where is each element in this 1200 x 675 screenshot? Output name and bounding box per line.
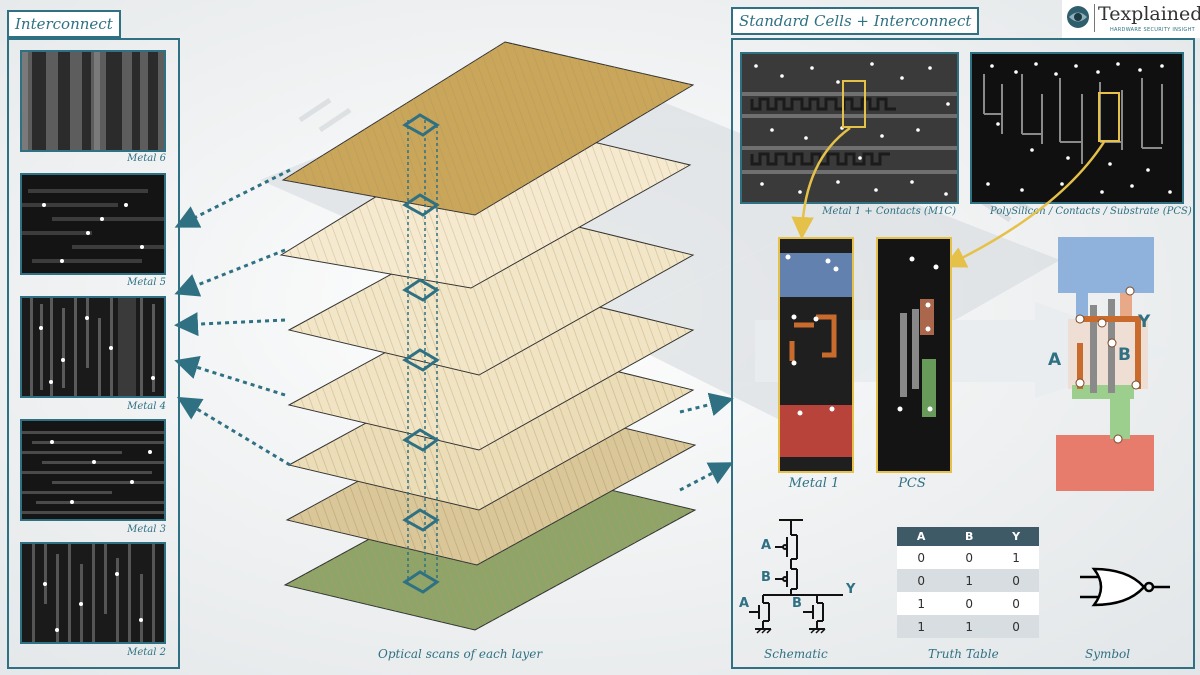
table-row: 1 1 0 (897, 615, 1039, 638)
table-row: 0 1 0 (897, 569, 1039, 592)
left-panel-title: Interconnect (7, 10, 121, 38)
pcs-crop-label: PCS (898, 476, 926, 491)
layout-label-b: B (1118, 345, 1131, 365)
left-panel-frame (7, 38, 180, 669)
brand-tagline: HARDWARE SECURITY INSIGHT (1110, 27, 1195, 33)
metal-4-label: Metal 4 (127, 401, 166, 412)
schematic-pin-b-mid: B (761, 570, 771, 585)
table-cell: 0 (945, 546, 994, 569)
truth-table-header-a: A (897, 527, 946, 546)
metal-1-crop-label: Metal 1 (788, 476, 840, 491)
center-caption: Optical scans of each layer (378, 647, 543, 661)
truth-table-header-y: Y (993, 527, 1039, 546)
metal-2-scan (20, 542, 166, 644)
table-row: 1 0 0 (897, 592, 1039, 615)
layer-metal-6 (281, 41, 695, 216)
nor-gate-symbol-icon (1080, 567, 1170, 607)
layer-stack-diagram (279, 41, 697, 631)
schematic-pin-b-bottom: B (792, 596, 802, 611)
table-cell: 0 (993, 592, 1039, 615)
metal-5-label: Metal 5 (127, 277, 166, 288)
metal-4-scan (20, 296, 166, 398)
truth-table-header-b: B (945, 527, 994, 546)
alignment-markers (402, 113, 440, 594)
texplained-logo-icon (1067, 6, 1089, 28)
table-cell: 1 (897, 592, 946, 615)
metal-6-label: Metal 6 (127, 153, 166, 164)
m1c-label: Metal 1 + Contacts (M1C) (822, 206, 956, 217)
table-cell: 1 (993, 546, 1039, 569)
table-cell: 1 (945, 569, 994, 592)
layout-label-y: Y (1138, 312, 1151, 332)
brand-name: Texplained (1098, 3, 1200, 25)
brand-divider (1094, 4, 1095, 32)
table-cell: 0 (993, 615, 1039, 638)
schematic-pin-a-bottom: A (739, 596, 750, 611)
right-panel-title: Standard Cells + Interconnect (731, 7, 980, 35)
table-cell: 1 (897, 615, 946, 638)
metal-3-scan (20, 419, 166, 521)
table-row: 0 0 1 (897, 546, 1039, 569)
schematic-pin-a-top: A (761, 538, 772, 553)
schematic-pin-y: Y (846, 582, 856, 597)
schematic-label: Schematic (764, 647, 828, 661)
cell-layout-diagram (1056, 237, 1154, 491)
right-panel-frame (731, 38, 1195, 669)
truth-table: A B Y 0 0 1 0 1 0 1 0 0 1 1 0 (897, 527, 1039, 638)
metal-5-scan (20, 173, 166, 275)
pcs-crop (876, 237, 952, 473)
pcs-highlight-box (1098, 92, 1120, 142)
nor-schematic (749, 519, 843, 634)
table-cell: 1 (945, 615, 994, 638)
table-cell: 0 (897, 569, 946, 592)
metal-1-crop (778, 237, 854, 473)
m1c-highlight-box (842, 80, 866, 128)
metal-6-scan (20, 50, 166, 152)
pcs-label: PolySilicon / Contacts / Substrate (PCS) (990, 206, 1192, 217)
layout-label-a: A (1048, 350, 1062, 370)
metal-3-label: Metal 3 (127, 524, 166, 535)
truth-table-label: Truth Table (928, 647, 999, 661)
symbol-label: Symbol (1085, 647, 1131, 661)
table-cell: 0 (897, 546, 946, 569)
table-cell: 0 (945, 592, 994, 615)
table-cell: 0 (993, 569, 1039, 592)
metal-2-label: Metal 2 (127, 647, 166, 658)
